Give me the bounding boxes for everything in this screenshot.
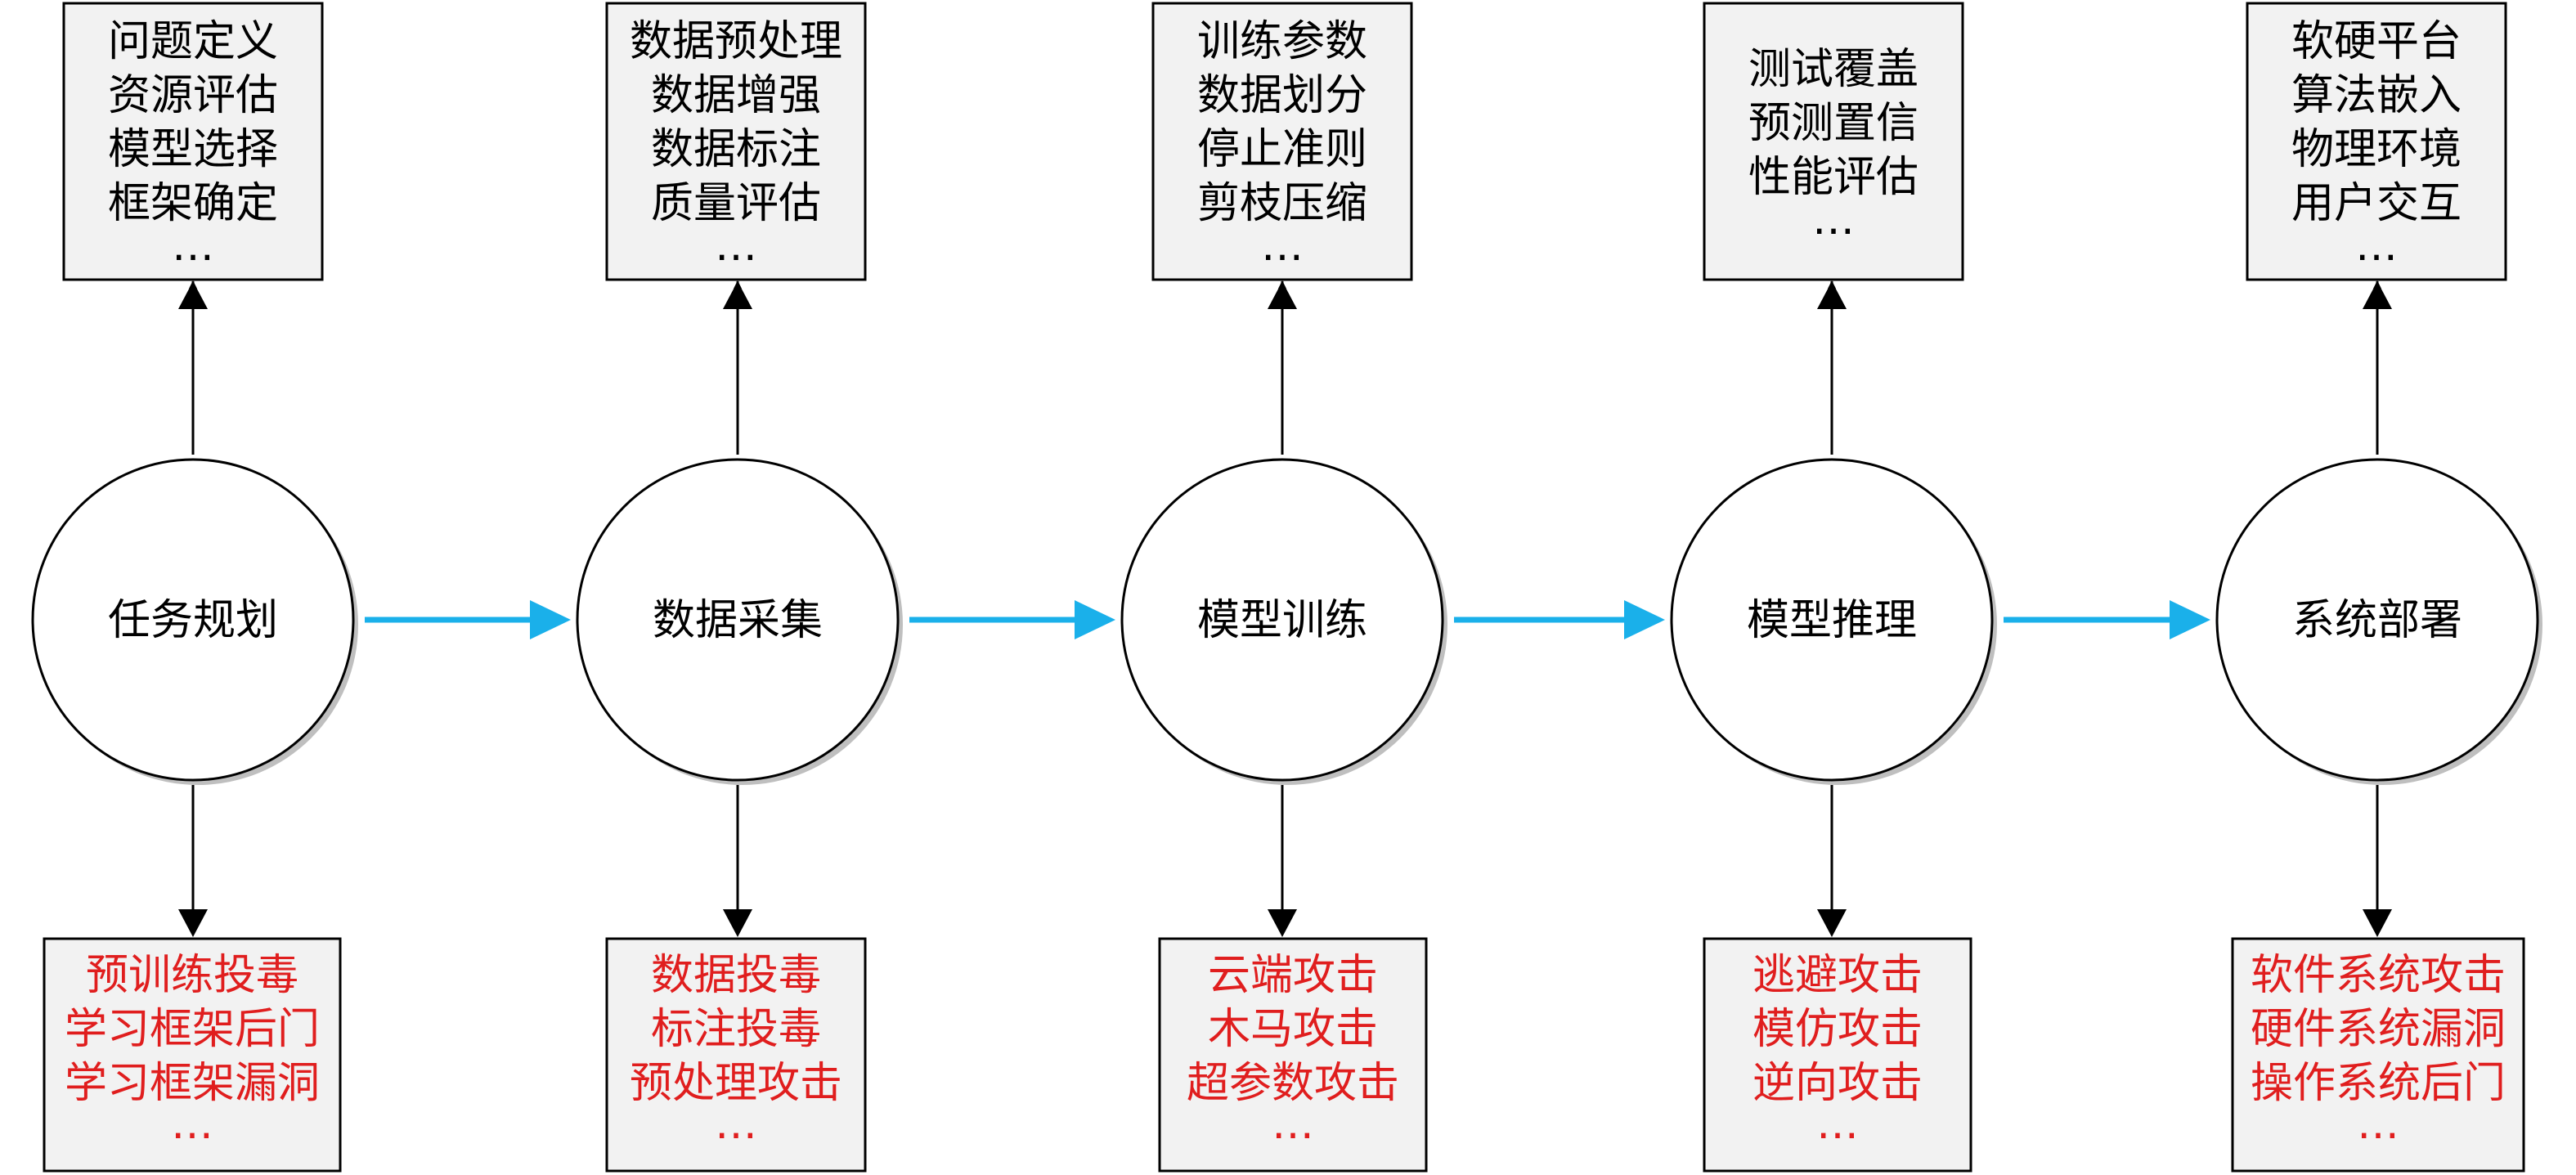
attack-box bbox=[1158, 937, 1428, 1173]
arrow-down-head bbox=[178, 909, 208, 937]
activity-box bbox=[1703, 2, 1964, 281]
activity-item: 数据划分 bbox=[1197, 71, 1367, 120]
activity-item: 数据预处理 bbox=[630, 17, 842, 66]
arrow-up-head bbox=[723, 281, 752, 309]
attack-box bbox=[605, 937, 867, 1173]
activity-item: 数据增强 bbox=[651, 71, 821, 120]
activity-item: 框架确定 bbox=[108, 179, 278, 228]
attack-item: 学习框架后门 bbox=[65, 1005, 320, 1054]
activity-box bbox=[62, 2, 324, 281]
stage-label: 任务规划 bbox=[108, 596, 278, 645]
activity-box bbox=[605, 2, 867, 281]
activity-box bbox=[2246, 2, 2507, 281]
activity-box bbox=[1151, 2, 1413, 281]
flow-arrow-head bbox=[1624, 600, 1665, 639]
stage-circle bbox=[31, 458, 355, 782]
activity-ellipsis: … bbox=[1261, 222, 1304, 271]
stage-label: 模型推理 bbox=[1747, 596, 1917, 645]
connector-layer bbox=[178, 280, 2392, 937]
activity-item: 性能评估 bbox=[1748, 153, 1919, 202]
flow-arrow-head bbox=[1075, 600, 1115, 639]
activity-item: 问题定义 bbox=[108, 17, 278, 66]
stage-circle bbox=[1670, 458, 1994, 782]
attack-item: 数据投毒 bbox=[651, 951, 821, 1000]
stage-circle bbox=[2215, 458, 2539, 782]
arrow-up-head bbox=[1817, 281, 1847, 309]
activity-ellipsis: … bbox=[172, 222, 214, 271]
activity-item: 用户交互 bbox=[2291, 179, 2462, 228]
attack-item: 模仿攻击 bbox=[1752, 1005, 1923, 1054]
attack-item: 超参数攻击 bbox=[1187, 1059, 1399, 1108]
activity-item: 预测置信 bbox=[1748, 99, 1919, 148]
attack-item: 学习框架漏洞 bbox=[65, 1059, 320, 1108]
activity-item: 剪枝压缩 bbox=[1197, 179, 1367, 228]
activity-item: 物理环境 bbox=[2291, 125, 2462, 174]
stage-label: 模型训练 bbox=[1197, 596, 1367, 645]
activity-ellipsis: … bbox=[2355, 222, 2398, 271]
activity-item: 资源评估 bbox=[108, 71, 278, 120]
attack-item: 硬件系统漏洞 bbox=[2251, 1005, 2506, 1054]
arrow-up-head bbox=[1268, 281, 1297, 309]
attack-item: 木马攻击 bbox=[1208, 1005, 1378, 1054]
arrow-down-head bbox=[1817, 909, 1847, 937]
attack-ellipsis: … bbox=[715, 1100, 757, 1149]
shape-layer: 任务规划问题定义资源评估模型选择框架确定…预训练投毒学习框架后门学习框架漏洞…数… bbox=[31, 2, 2542, 1173]
attack-ellipsis: … bbox=[1816, 1100, 1859, 1149]
activity-ellipsis: … bbox=[1812, 195, 1855, 244]
attack-ellipsis: … bbox=[1272, 1100, 1314, 1149]
stage-circle bbox=[576, 458, 900, 782]
activity-item: 模型选择 bbox=[108, 125, 278, 174]
flow-arrow-head bbox=[530, 600, 571, 639]
attack-box bbox=[1703, 937, 1972, 1173]
attack-item: 标注投毒 bbox=[651, 1005, 821, 1054]
activity-item: 训练参数 bbox=[1197, 17, 1367, 66]
stage-label: 数据采集 bbox=[653, 596, 823, 645]
activity-item: 停止准则 bbox=[1197, 125, 1367, 174]
attack-ellipsis: … bbox=[171, 1100, 213, 1149]
activity-item: 测试覆盖 bbox=[1748, 45, 1919, 94]
attack-item: 云端攻击 bbox=[1208, 951, 1378, 1000]
attack-box bbox=[43, 937, 342, 1173]
arrow-up-head bbox=[2363, 281, 2392, 309]
attack-item: 逆向攻击 bbox=[1752, 1059, 1923, 1108]
attack-item: 预训练投毒 bbox=[86, 951, 298, 1000]
stage-circle bbox=[1120, 458, 1444, 782]
activity-ellipsis: … bbox=[715, 222, 757, 271]
attack-item: 预处理攻击 bbox=[630, 1059, 842, 1108]
arrow-up-head bbox=[178, 281, 208, 309]
arrow-down-head bbox=[723, 909, 752, 937]
activity-item: 质量评估 bbox=[651, 179, 821, 228]
activity-item: 算法嵌入 bbox=[2291, 71, 2462, 120]
attack-item: 操作系统后门 bbox=[2251, 1059, 2506, 1108]
attack-ellipsis: … bbox=[2357, 1100, 2399, 1149]
attack-box bbox=[2231, 937, 2525, 1173]
flow-arrow-head bbox=[2170, 600, 2210, 639]
attack-item: 逃避攻击 bbox=[1752, 951, 1923, 1000]
stage-label: 系统部署 bbox=[2292, 596, 2462, 645]
arrow-down-head bbox=[2363, 909, 2392, 937]
activity-item: 数据标注 bbox=[651, 125, 821, 174]
attack-item: 软件系统攻击 bbox=[2251, 951, 2506, 1000]
activity-item: 软硬平台 bbox=[2291, 17, 2462, 66]
arrow-down-head bbox=[1268, 909, 1297, 937]
